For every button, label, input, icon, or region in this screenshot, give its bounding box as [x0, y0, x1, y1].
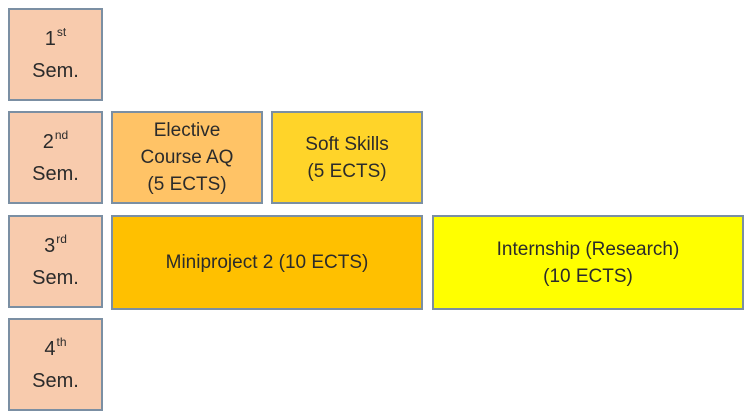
semester-4-box: 4th Sem. — [8, 318, 103, 411]
semester-1-box: 1st Sem. — [8, 8, 103, 101]
semester-4-suffix: th — [56, 334, 67, 349]
internship-box: Internship (Research) (10 ECTS) — [432, 215, 744, 310]
semester-1-number: 1st — [44, 24, 67, 50]
semester-3-label: Sem. — [32, 266, 79, 289]
semester-4-label: Sem. — [32, 369, 79, 392]
semester-3-box: 3rd Sem. — [8, 215, 103, 308]
soft-skills-title: Soft Skills — [305, 133, 389, 155]
semester-3-suffix: rd — [56, 231, 67, 246]
elective-course-line-1: Elective — [153, 120, 221, 141]
elective-course-credits: (5 ECTS) — [147, 174, 227, 195]
semester-3-number: 3rd — [44, 231, 67, 257]
internship-title: Internship (Research) — [496, 238, 680, 260]
elective-course-line-2: Course AQ — [140, 147, 234, 168]
soft-skills-box: Soft Skills (5 ECTS) — [271, 111, 423, 204]
semester-2-box: 2nd Sem. — [8, 111, 103, 204]
internship-credits: (10 ECTS) — [543, 265, 633, 287]
semester-2-label: Sem. — [32, 162, 79, 185]
miniproject-title: Miniproject 2 (10 ECTS) — [165, 252, 369, 273]
semester-2-number: 2nd — [42, 127, 69, 153]
semester-4-number: 4th — [44, 334, 67, 360]
elective-course-box: Elective Course AQ (5 ECTS) — [111, 111, 263, 204]
semester-1-label: Sem. — [32, 59, 79, 82]
miniproject-box: Miniproject 2 (10 ECTS) — [111, 215, 423, 310]
semester-2-suffix: nd — [54, 127, 69, 142]
soft-skills-credits: (5 ECTS) — [307, 160, 387, 182]
semester-1-suffix: st — [56, 24, 67, 39]
